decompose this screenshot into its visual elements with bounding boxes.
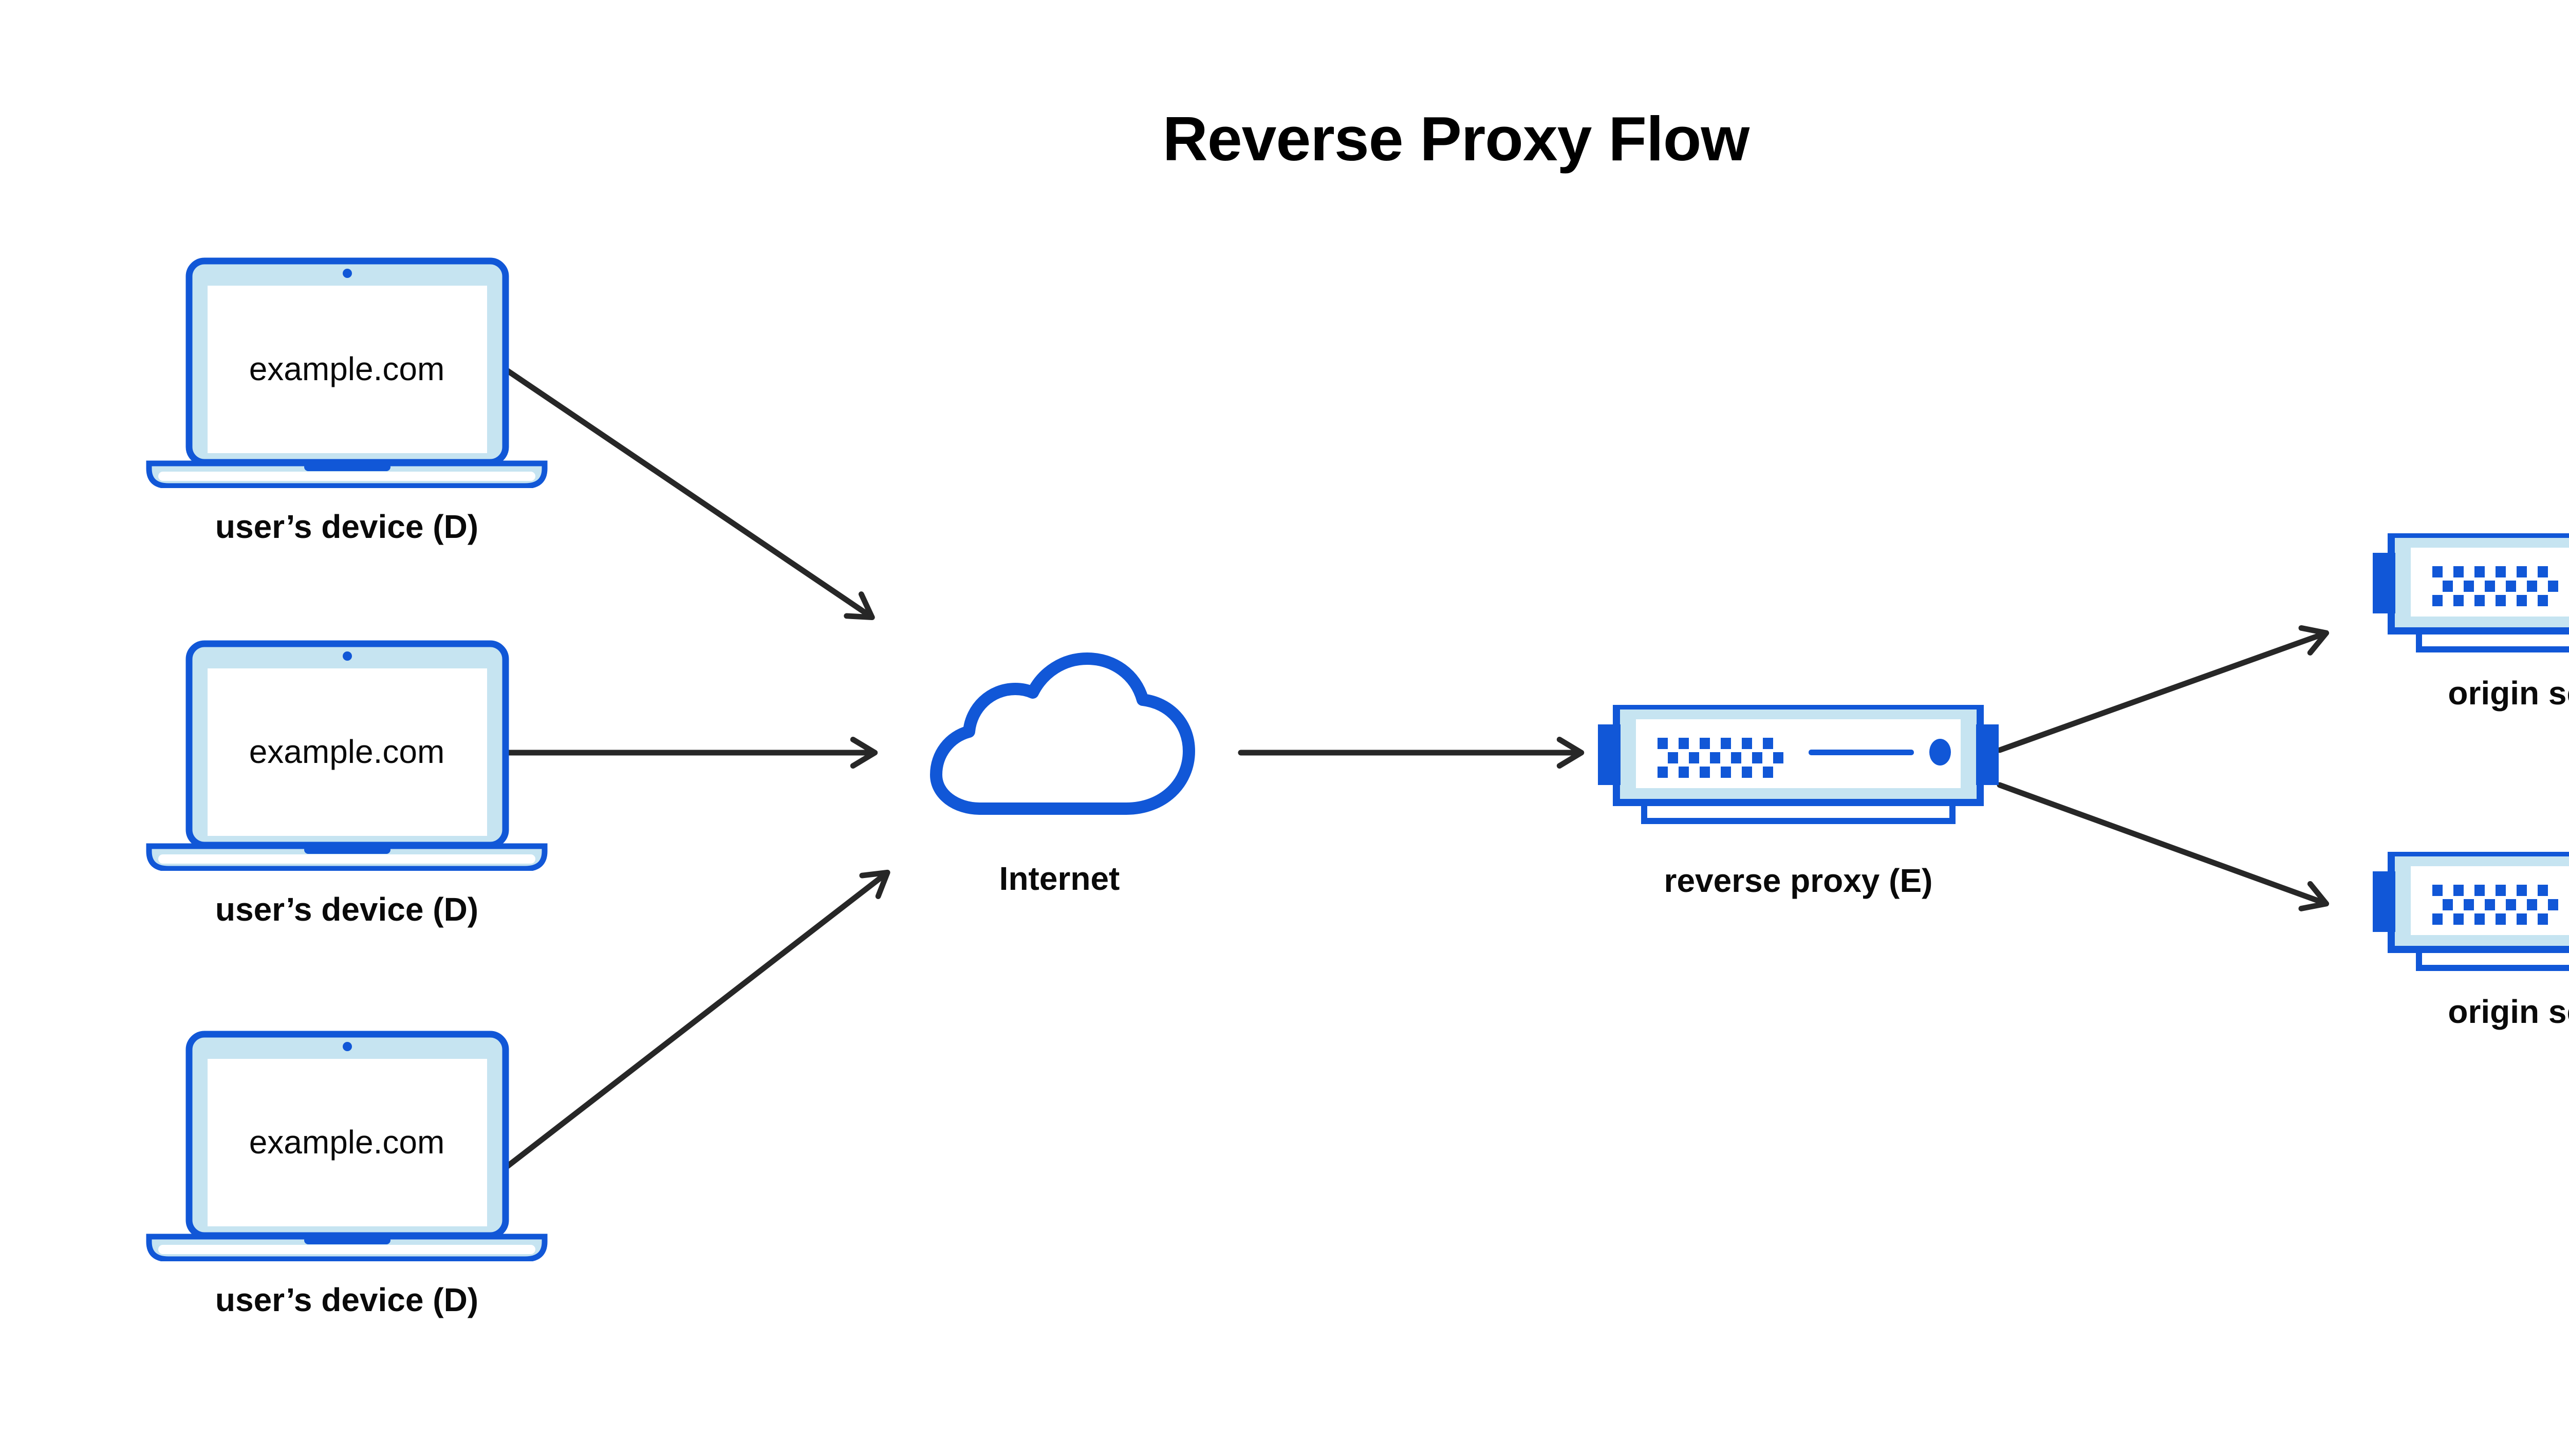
- server-icon: [2373, 533, 2569, 652]
- node-reverse-proxy: reverse proxy (E): [1598, 705, 1999, 899]
- device-caption: user’s device (D): [215, 508, 479, 545]
- node-origin-server-2: origin server (F): [2373, 852, 2569, 1030]
- arrow-proxy-to-origin1: [1997, 625, 2330, 753]
- cloud-icon: [930, 652, 1195, 815]
- laptop-base-highlight: [158, 854, 535, 864]
- device-caption: user’s device (D): [215, 1281, 479, 1318]
- arrow-device1-to-internet: [499, 364, 875, 620]
- device-screen-url: example.com: [249, 733, 445, 770]
- laptop-screen-display: [208, 668, 487, 836]
- origin-server-caption: origin server (F): [2448, 993, 2569, 1030]
- server-right-tab: [1976, 724, 1999, 785]
- laptop-icon: [146, 257, 548, 488]
- server-vents: [2432, 566, 2558, 606]
- arrow-proxy-to-origin2: [1997, 782, 2330, 911]
- node-user-device-3: example.com user’s device (D): [144, 1030, 550, 1318]
- node-user-device-2: example.com user’s device (D): [144, 640, 550, 927]
- node-internet: Internet: [910, 650, 1208, 897]
- device-screen-url: example.com: [249, 350, 445, 387]
- laptop-notch: [304, 463, 390, 471]
- laptop-notch: [304, 1236, 390, 1244]
- laptop-screen-display: [208, 286, 487, 453]
- server-icon: [2373, 852, 2569, 971]
- server-vents: [2432, 885, 2558, 925]
- server-left-tab: [2373, 553, 2395, 613]
- device-screen-url: example.com: [249, 1124, 445, 1161]
- laptop-camera-icon: [343, 1042, 352, 1051]
- server-slot-line: [1809, 750, 1914, 755]
- server-vents: [1658, 738, 1783, 778]
- diagram-title: Reverse Proxy Flow: [1162, 104, 1750, 174]
- laptop-icon: [146, 640, 548, 871]
- laptop-screen-display: [208, 1059, 487, 1226]
- internet-caption: Internet: [999, 860, 1120, 897]
- laptop-camera-icon: [343, 651, 352, 661]
- server-led-dot: [1929, 739, 1951, 766]
- node-origin-server-1: origin server (F): [2373, 533, 2569, 711]
- device-caption: user’s device (D): [215, 891, 479, 928]
- server-left-tab: [2373, 871, 2395, 932]
- laptop-notch: [304, 846, 390, 854]
- laptop-base-highlight: [158, 1245, 535, 1254]
- node-user-device-1: example.com user’s device (D): [144, 257, 550, 545]
- laptop-camera-icon: [343, 269, 352, 278]
- server-icon: [1598, 705, 1999, 824]
- laptop-base-highlight: [158, 472, 535, 481]
- server-left-tab: [1598, 724, 1621, 785]
- laptop-icon: [146, 1031, 548, 1261]
- arrow-device3-to-internet: [503, 869, 890, 1170]
- reverse-proxy-caption: reverse proxy (E): [1664, 862, 1933, 899]
- origin-server-caption: origin server (F): [2448, 675, 2569, 712]
